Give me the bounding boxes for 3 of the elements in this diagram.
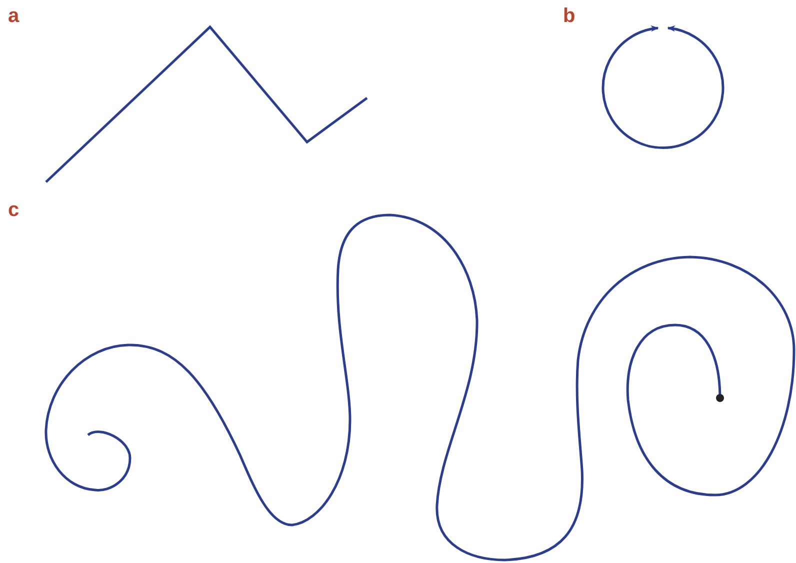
panel-letter: b (563, 6, 576, 26)
panel-letter: a (8, 6, 20, 26)
panel-letter: c (8, 200, 20, 220)
